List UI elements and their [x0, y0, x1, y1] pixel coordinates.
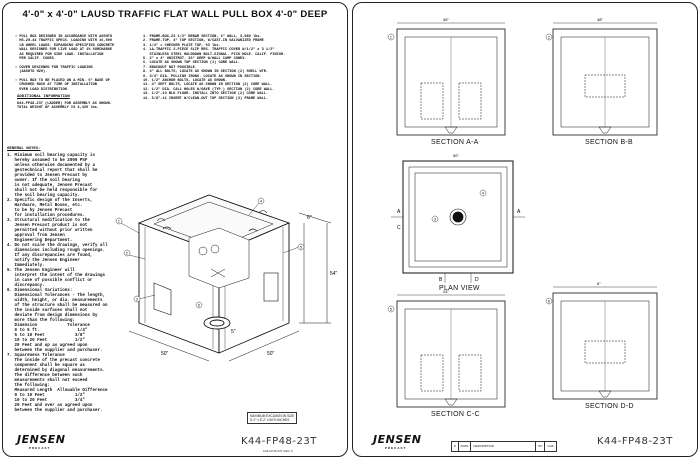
svg-text:4: 4 [260, 199, 263, 204]
dim-width: 50" [161, 351, 169, 357]
dim-36: 36" [443, 17, 449, 22]
jensen-logo: JENSEN [17, 433, 66, 446]
plan-view-label: PLAN VIEW [439, 285, 480, 292]
tb-by: BY [536, 442, 546, 451]
sheet-title: 4'-0" x 4'-0" LAUSD TRAFFIC FLAT WALL PU… [22, 9, 328, 20]
svg-text:3: 3 [434, 217, 437, 222]
jensen-logo-2: JENSEN [373, 433, 422, 446]
svg-text:5: 5 [300, 245, 303, 250]
sheet-footer: K44-FP48-23T REV. 0 [263, 449, 293, 453]
svg-text:3: 3 [136, 297, 139, 302]
svg-text:1: 1 [390, 35, 393, 40]
isometric-pull-box-drawing: 1 2 3 4 5 6 50" 50" 54" 6" 5" [115, 194, 338, 362]
svg-text:2: 2 [126, 251, 129, 256]
plan-letter-b: B [439, 277, 443, 283]
svg-text:2: 2 [548, 35, 551, 40]
section-views-drawing: 1 2 3 4 5 6 36" 48" 50" 24" 6" A A C B D [387, 17, 658, 408]
general-notes-heading: GENERAL NOTES: [7, 147, 41, 151]
svg-text:4: 4 [482, 191, 485, 196]
dim-6: 6" [597, 281, 601, 286]
dim-height: 54" [330, 271, 338, 277]
section-b-b-label: SECTION B-B [585, 139, 634, 146]
jensen-logo-sub: PRECAST [29, 446, 51, 450]
design-notes: ▪ PULL BOX DESIGNED IN ACCORDANCE WITH A… [15, 35, 115, 92]
svg-text:1: 1 [118, 219, 121, 224]
svg-text:6: 6 [548, 299, 551, 304]
jensen-logo-sub-2: PRECAST [385, 446, 407, 450]
parts-list: 1. FRAME-BOX-23 1/2" REBAR SECTION, 6" W… [143, 35, 286, 101]
plan-letter-a-left: A [397, 209, 401, 215]
plan-letter-a-right: A [517, 209, 521, 215]
dim-depth: 50" [267, 351, 275, 357]
general-notes-text: 1. Minimum soil bearing capacity is here… [7, 154, 108, 413]
tb-num: # [452, 442, 459, 451]
svg-text:5: 5 [390, 307, 393, 312]
tb-chk: CHK [547, 444, 554, 448]
section-c-c-label: SECTION C-C [431, 411, 480, 418]
part-number-2: K44-FP48-23T [597, 436, 673, 447]
additional-info-heading: ADDITIONAL INFORMATION [17, 95, 70, 99]
dim-48: 48" [597, 17, 603, 22]
additional-info-text: K44-FP48-23T (LADDER) FOR ASSEMBLY AS SH… [17, 102, 112, 111]
plan-letter-d: D [475, 277, 479, 283]
tb-date: DATE [459, 442, 472, 451]
revision-title-block: # DATE DESCRIPTION BY CHK [451, 441, 557, 452]
part-number: K44-FP48-23T [241, 436, 317, 447]
section-a-a-label: SECTION A-A [431, 139, 479, 146]
drawing-sheet-2: 1 2 3 4 5 6 36" 48" 50" 24" 6" A A C B D… [352, 2, 698, 457]
drawing-sheet-1: 4'-0" x 4'-0" LAUSD TRAFFIC FLAT WALL PU… [2, 2, 348, 457]
dim-24: 24" [443, 289, 449, 294]
svg-text:6: 6 [198, 303, 201, 308]
dim-small: 5" [231, 329, 236, 335]
tb-description: DESCRIPTION [471, 442, 537, 451]
dim-wall: 6" [307, 215, 312, 221]
excavation-size-box: MAXIMUM EXCAVATION SIZE 5'-2" x 5'-2" x … [247, 412, 298, 424]
section-d-d-label: SECTION D-D [585, 403, 634, 410]
dim-50: 50" [453, 153, 459, 158]
plan-letter-c: C [397, 225, 401, 231]
